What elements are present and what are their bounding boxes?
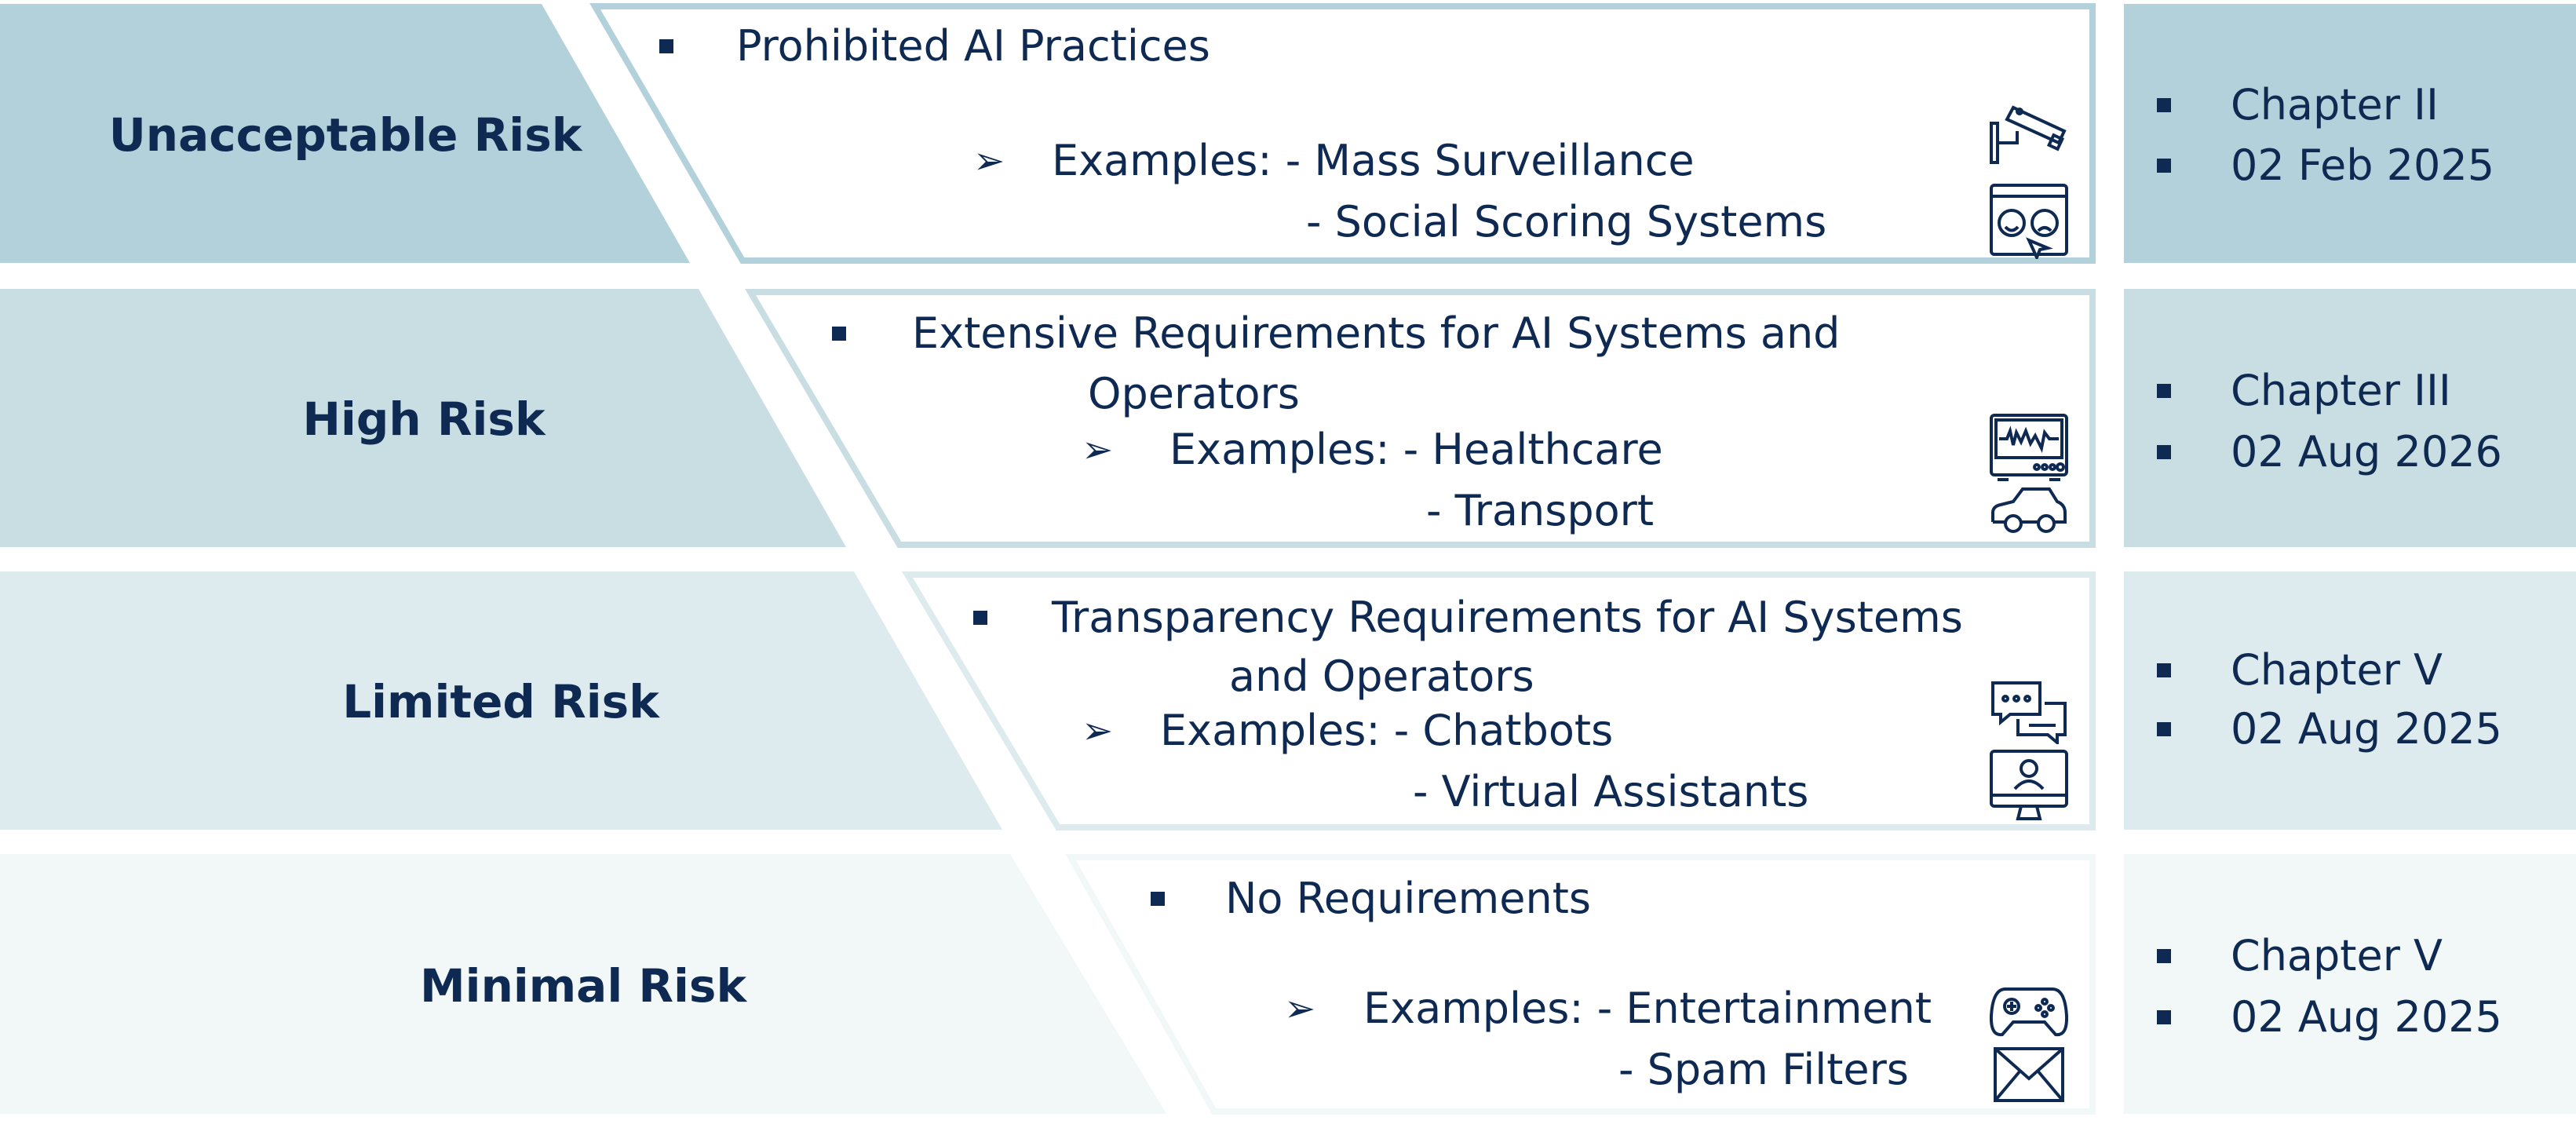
desc-box-high bbox=[744, 289, 2096, 548]
desc-box-limited bbox=[901, 571, 2096, 830]
examples-text: Examples: - Entertainment bbox=[1363, 984, 1932, 1033]
health-monitor-icon bbox=[1990, 414, 2068, 481]
chapter-text: Chapter III bbox=[2231, 366, 2451, 415]
examples-text: Examples: - Healthcare bbox=[1169, 425, 1663, 474]
examples-text: Examples: - Chatbots bbox=[1160, 706, 1614, 755]
tier-description: Prohibited AI Practices bbox=[736, 21, 1210, 71]
date-text: 02 Aug 2026 bbox=[2231, 427, 2502, 476]
arrow-bullet-icon: ➢ bbox=[1082, 709, 1114, 753]
desc-box-unacceptable bbox=[589, 3, 2096, 264]
example-item: - Virtual Assistants bbox=[1413, 767, 1809, 816]
arrow-bullet-icon: ➢ bbox=[973, 139, 1005, 183]
bullet-icon bbox=[659, 39, 673, 53]
bullet-icon bbox=[2157, 159, 2171, 173]
tier-label: Unacceptable Risk bbox=[108, 108, 582, 162]
tier-label: Limited Risk bbox=[342, 675, 659, 728]
chapter-text: Chapter V bbox=[2231, 645, 2443, 695]
tier-band-high bbox=[0, 289, 846, 547]
surveillance-camera-icon bbox=[1990, 88, 2068, 166]
date-box-limited bbox=[2124, 571, 2576, 830]
bullet-icon bbox=[2157, 445, 2171, 459]
tier-band-unacceptable bbox=[0, 4, 690, 263]
date-text: 02 Aug 2025 bbox=[2231, 992, 2502, 1042]
example-item: - Transport bbox=[1426, 486, 1655, 535]
gamepad-icon bbox=[1989, 984, 2069, 1039]
examples-text: Examples: - Mass Surveillance bbox=[1052, 136, 1695, 185]
tier-band-minimal bbox=[0, 854, 1166, 1114]
example-item: - Social Scoring Systems bbox=[1306, 197, 1827, 246]
example-item: - Spam Filters bbox=[1618, 1045, 1909, 1094]
tier-description: No Requirements bbox=[1225, 874, 1592, 923]
arrow-bullet-icon: ➢ bbox=[1284, 987, 1316, 1031]
bullet-icon bbox=[1151, 892, 1165, 906]
date-box-high bbox=[2124, 289, 2576, 547]
social-scoring-icon bbox=[1990, 184, 2068, 262]
bullet-icon bbox=[2157, 663, 2171, 677]
arrow-bullet-icon: ➢ bbox=[1082, 428, 1114, 472]
chapter-text: Chapter II bbox=[2231, 80, 2439, 130]
virtual-assistant-icon bbox=[1990, 750, 2068, 823]
date-box-minimal bbox=[2124, 854, 2576, 1114]
tier-description: and Operators bbox=[1229, 652, 1534, 701]
date-text: 02 Aug 2025 bbox=[2231, 704, 2502, 754]
bullet-icon bbox=[832, 327, 846, 341]
bullet-icon bbox=[2157, 722, 2171, 736]
date-box-unacceptable bbox=[2124, 4, 2576, 263]
tier-description: Extensive Requirements for AI Systems an… bbox=[912, 308, 1841, 358]
tier-band-limited bbox=[0, 571, 1002, 830]
tier-description: Operators bbox=[1088, 369, 1300, 418]
tier-label: High Risk bbox=[302, 392, 545, 446]
bullet-icon bbox=[2157, 98, 2171, 112]
mail-icon bbox=[1994, 1047, 2064, 1102]
date-text: 02 Feb 2025 bbox=[2231, 141, 2495, 190]
bullet-icon bbox=[2157, 1010, 2171, 1024]
tier-label: Minimal Risk bbox=[419, 959, 747, 1013]
chapter-text: Chapter V bbox=[2231, 931, 2443, 980]
desc-box-minimal bbox=[1065, 854, 2096, 1115]
car-icon bbox=[1990, 484, 2068, 536]
tier-description: Transparency Requirements for AI Systems bbox=[1052, 593, 1963, 642]
bullet-icon bbox=[973, 611, 987, 625]
chat-bubbles-icon bbox=[1990, 680, 2068, 747]
bullet-icon bbox=[2157, 384, 2171, 398]
bullet-icon bbox=[2157, 949, 2171, 963]
